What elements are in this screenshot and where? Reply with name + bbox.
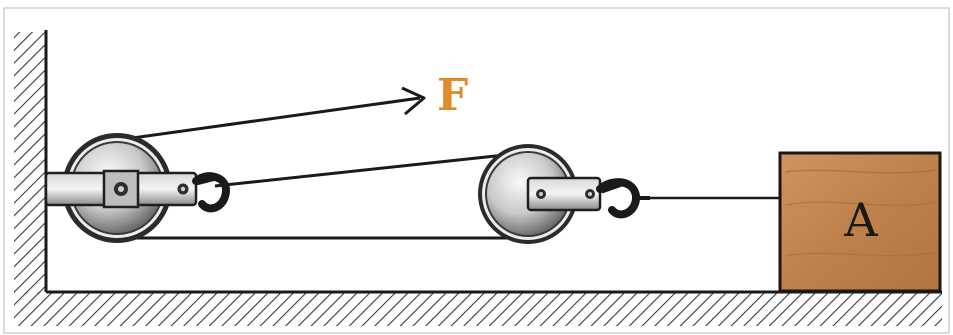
movable-pulley [478,144,650,244]
rope-pull [117,96,421,142]
image-frame [3,7,950,334]
fixed-pulley [44,133,231,243]
block-label: A [843,193,878,247]
ground [14,290,942,326]
force-arrowhead [401,86,426,116]
rope-upper [214,153,506,188]
wall [14,30,48,294]
force-label: F [437,70,468,121]
block-a: A [778,151,942,293]
